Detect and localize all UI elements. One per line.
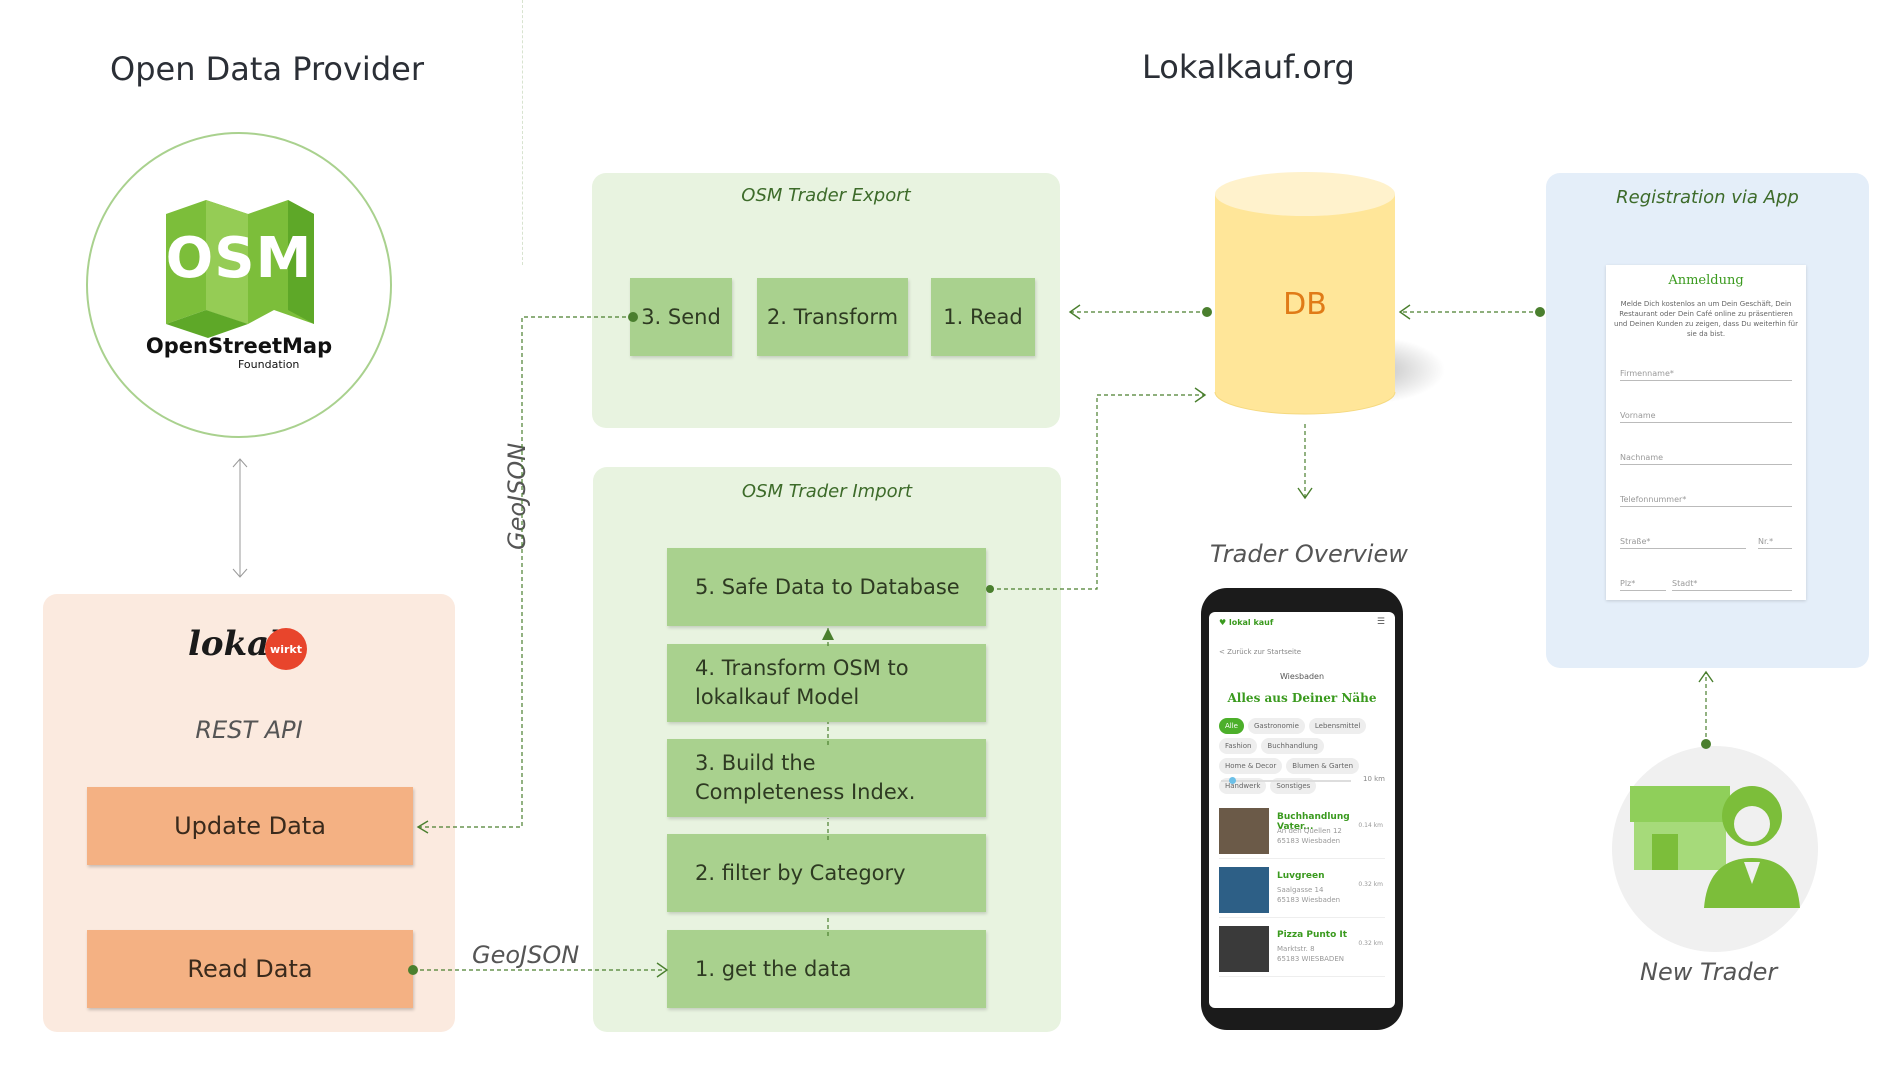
chip-food[interactable]: Lebensmittel	[1308, 718, 1367, 734]
field-street[interactable]: Straße*	[1620, 537, 1746, 549]
shop-street: Saalgasse 14	[1277, 886, 1324, 894]
radius-value: 10 km	[1362, 775, 1385, 783]
form-intro: Melde Dich kostenlos an um Dein Geschäft…	[1614, 300, 1798, 338]
import-step-5: 5. Safe Data to Database	[667, 548, 986, 626]
form-title: Anmeldung	[1668, 273, 1744, 288]
shop-city: 65183 Wiesbaden	[1277, 896, 1341, 904]
import-panel: OSM Trader Import 5. Safe Data to Databa…	[593, 467, 1061, 1032]
shop-distance: 0.32 km	[1358, 940, 1383, 947]
menu-icon[interactable]: ☰	[1376, 617, 1385, 627]
new-trader-label: New Trader	[1640, 958, 1778, 986]
shop-street: An den Quellen 12	[1277, 827, 1342, 835]
import-step-3: 3. Build the Completeness Index.	[667, 739, 986, 817]
shop-city: 65183 Wiesbaden	[1277, 837, 1341, 845]
export-panel-title: OSM Trader Export	[741, 185, 911, 206]
chip-home[interactable]: Home & Decor	[1219, 758, 1283, 774]
new-trader-icon	[1630, 786, 1800, 908]
osm-foundation: Foundation	[238, 358, 300, 371]
provider-title: Open Data Provider	[110, 50, 424, 88]
shop-photo	[1219, 926, 1269, 972]
overview-title: Trader Overview	[1210, 540, 1408, 568]
shop-address: Marktstr. 8 65183 WIESBADEN	[1277, 944, 1344, 964]
send-to-update-connector	[418, 316, 633, 828]
import-panel-title: OSM Trader Import	[741, 481, 913, 502]
shop-photo	[1219, 808, 1269, 854]
shop-distance: 0.14 km	[1358, 822, 1383, 829]
shop-name: Pizza Punto It	[1277, 930, 1348, 940]
back-link[interactable]: < Zurück zur Startseite	[1219, 648, 1302, 656]
import-step-4: 4. Transform OSM to lokalkauf Model	[667, 644, 986, 722]
phone-frame: ♥ lokal kauf ☰ < Zurück zur Startseite W…	[1201, 588, 1403, 1030]
field-phone[interactable]: Telefonnummer*	[1620, 495, 1792, 507]
field-zip[interactable]: Plz*	[1620, 579, 1666, 591]
export-step-read: 1. Read	[931, 278, 1035, 356]
shop-city: 65183 WIESBADEN	[1277, 955, 1344, 963]
section-divider	[522, 0, 523, 265]
field-city[interactable]: Stadt*	[1672, 579, 1792, 591]
chip-garden[interactable]: Blumen & Garten	[1286, 758, 1360, 774]
lokal-api-panel: lokal wirkt REST API Update Data Read Da…	[43, 594, 455, 1032]
shop-item[interactable]: Buchhandlung Vater... An den Quellen 12 6…	[1219, 804, 1385, 859]
shop-photo	[1219, 867, 1269, 913]
slider-handle[interactable]	[1229, 777, 1236, 784]
shop-address: An den Quellen 12 65183 Wiesbaden	[1277, 826, 1342, 846]
export-step-send: 3. Send	[630, 278, 732, 356]
db-label: DB	[1283, 287, 1327, 322]
city-label: Wiesbaden	[1279, 672, 1325, 681]
read-data-box: Read Data	[87, 930, 413, 1008]
osm-api-connector	[232, 458, 248, 578]
phone-screen: ♥ lokal kauf ☰ < Zurück zur Startseite W…	[1209, 612, 1395, 1008]
field-firstname[interactable]: Vorname	[1620, 411, 1792, 423]
chip-other[interactable]: Sonstiges	[1270, 778, 1317, 794]
radius-slider[interactable]	[1221, 777, 1351, 784]
registration-title: Registration via App	[1616, 187, 1799, 208]
registration-form: Anmeldung Melde Dich kostenlos an um Dei…	[1606, 265, 1806, 600]
geojson-horizontal-label: GeoJSON	[472, 941, 580, 969]
import-step-2: 2. filter by Category	[667, 834, 986, 912]
import-to-db-connector	[990, 394, 1205, 590]
app-brand-text: lokal kauf	[1228, 618, 1274, 627]
chip-books[interactable]: Buchhandlung	[1261, 738, 1324, 754]
chip-fashion[interactable]: Fashion	[1219, 738, 1258, 754]
osm-brand: OpenStreetMap	[145, 334, 333, 358]
osm-map-icon	[166, 200, 314, 338]
overview-heading: Alles aus Deiner Nähe	[1227, 691, 1377, 705]
shop-name: Buchhandlung Vater...	[1277, 812, 1350, 832]
site-title: Lokalkauf.org	[1142, 48, 1355, 86]
field-lastname[interactable]: Nachname	[1620, 453, 1792, 465]
registration-panel: Registration via App Anmeldung Melde Dic…	[1546, 173, 1869, 668]
field-housenumber[interactable]: Nr.*	[1758, 537, 1792, 549]
osm-logo-circle: OSM OpenStreetMap Foundation	[86, 132, 392, 438]
import-step-1: 1. get the data	[667, 930, 986, 1008]
shop-item[interactable]: Luvgreen Saalgasse 14 65183 Wiesbaden 0.3…	[1219, 863, 1385, 918]
shop-street: Marktstr. 8	[1277, 945, 1315, 953]
heart-icon: ♥	[1219, 618, 1229, 627]
field-company[interactable]: Firmenname*	[1620, 369, 1792, 381]
database-cylinder	[1214, 172, 1445, 415]
chip-all[interactable]: Alle	[1219, 718, 1244, 734]
rest-api-label: REST API	[195, 716, 303, 744]
app-brand: ♥ lokal kauf	[1219, 618, 1273, 627]
shop-distance: 0.32 km	[1358, 881, 1383, 888]
shop-name: Luvgreen	[1277, 871, 1325, 881]
wirkt-badge: wirkt	[265, 628, 307, 670]
export-panel: OSM Trader Export 3. Send 2. Transform 1…	[592, 173, 1060, 428]
shop-address: Saalgasse 14 65183 Wiesbaden	[1277, 885, 1340, 905]
export-step-transform: 2. Transform	[757, 278, 908, 356]
update-data-box: Update Data	[87, 787, 413, 865]
chip-gastro[interactable]: Gastronomie	[1248, 718, 1305, 734]
osm-logo-text: OSM	[165, 226, 313, 291]
shop-item[interactable]: Pizza Punto It Marktstr. 8 65183 WIESBADE…	[1219, 922, 1385, 977]
